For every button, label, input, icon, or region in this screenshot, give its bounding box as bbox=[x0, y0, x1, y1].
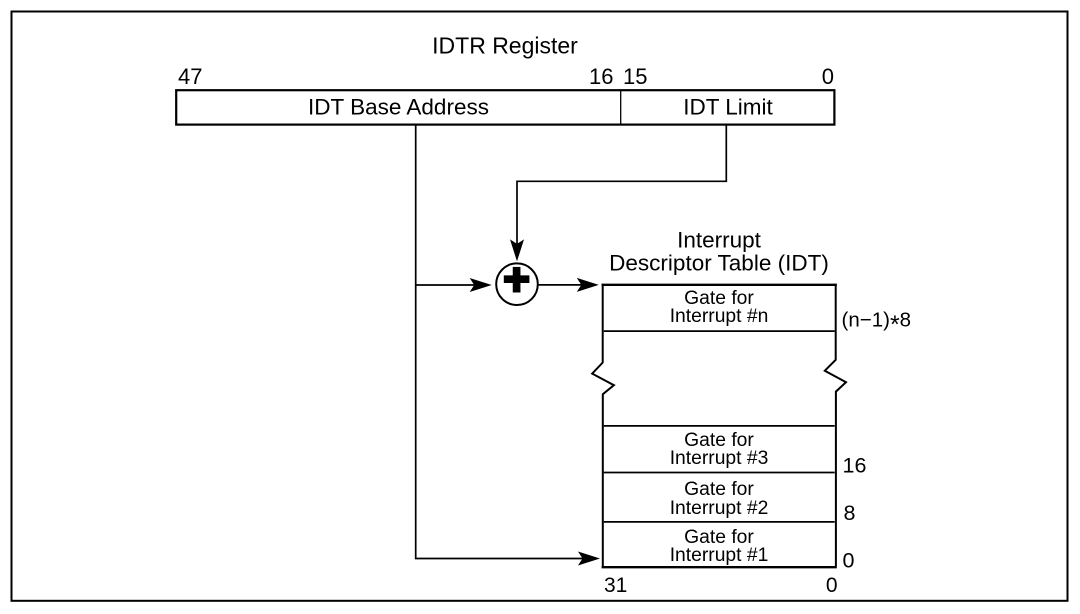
svg-text:47: 47 bbox=[178, 64, 202, 89]
svg-text:16: 16 bbox=[589, 64, 613, 89]
svg-text:31: 31 bbox=[604, 574, 627, 597]
svg-text:Descriptor Table (IDT): Descriptor Table (IDT) bbox=[609, 251, 829, 276]
svg-text:Interrupt #1: Interrupt #1 bbox=[670, 545, 769, 566]
svg-text:16: 16 bbox=[843, 453, 867, 477]
svg-text:Gate for: Gate for bbox=[684, 527, 754, 548]
svg-text:(n−1)*8: (n−1)*8 bbox=[842, 309, 912, 339]
svg-text:0: 0 bbox=[822, 64, 834, 89]
svg-text:Interrupt #2: Interrupt #2 bbox=[670, 498, 769, 519]
svg-text:Gate for: Gate for bbox=[684, 288, 754, 309]
svg-text:Gate for: Gate for bbox=[684, 430, 754, 451]
svg-text:IDTR Register: IDTR Register bbox=[432, 33, 578, 59]
svg-text:IDT Base Address: IDT Base Address bbox=[308, 95, 489, 120]
svg-text:Interrupt #n: Interrupt #n bbox=[670, 306, 769, 327]
svg-text:Interrupt: Interrupt bbox=[677, 228, 762, 253]
svg-text:0: 0 bbox=[843, 549, 855, 573]
svg-text:0: 0 bbox=[826, 574, 838, 597]
svg-text:15: 15 bbox=[623, 64, 647, 89]
svg-text:Gate for: Gate for bbox=[684, 479, 754, 500]
svg-text:Interrupt #3: Interrupt #3 bbox=[670, 448, 769, 469]
svg-text:IDT Limit: IDT Limit bbox=[683, 95, 773, 120]
svg-text:8: 8 bbox=[844, 501, 856, 525]
